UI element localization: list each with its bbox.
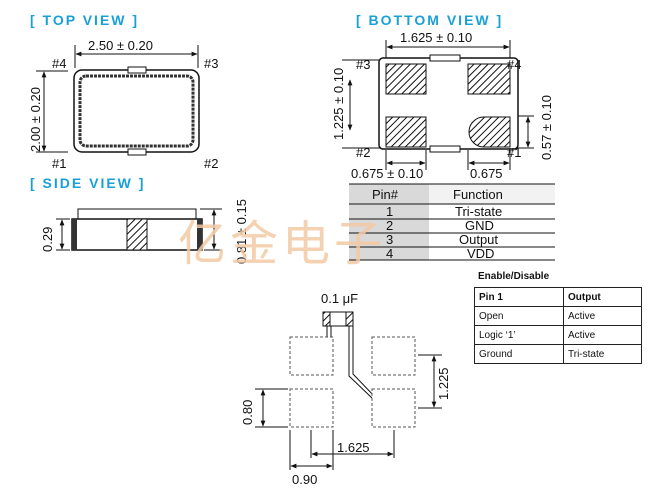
top-pin-3-label: #3 (204, 56, 218, 71)
bottom-pin-2-label: #2 (356, 145, 370, 160)
top-width-dimension: 2.50 ± 0.20 (88, 38, 153, 53)
side-view-header: [ SIDE VIEW ] (30, 175, 145, 191)
table-row: Open Active (474, 306, 642, 326)
land-pad-bottom-left (289, 388, 334, 428)
land-pitch-x-dimension: 1.625 (337, 440, 370, 455)
capacitor-label: 0.1 μF (321, 291, 358, 306)
bottom-pad-1 (468, 116, 511, 148)
pin-function-table: Pin# Function 1 Tri-state 2 GND 3 Output… (349, 183, 555, 261)
top-pin-4-label: #4 (52, 56, 66, 71)
bottom-pin-4-label: #4 (507, 57, 521, 72)
pin-table-header-pin: Pin# (372, 187, 399, 202)
pin-table-function-2: GND (465, 218, 494, 233)
pin-table-pin-3: 3 (386, 232, 393, 247)
land-pad-top-right (371, 336, 416, 376)
bottom-pad-width-right: 0.675 (470, 166, 503, 181)
side-thickness-dimension: 0.29 (40, 227, 55, 252)
bottom-pad-4 (467, 63, 511, 95)
enable-disable-header-pin: Pin 1 (474, 287, 564, 307)
table-cell: Active (563, 325, 642, 345)
bottom-pitch-x-dimension: 1.625 ± 0.10 (400, 30, 472, 45)
land-pad-width-dimension: 0.90 (292, 472, 317, 487)
table-cell: Ground (474, 344, 564, 364)
bottom-pad-width-left: 0.675 ± 0.10 (351, 166, 423, 181)
watermark: 亿金电子 (178, 216, 386, 272)
pin-table-function-4: VDD (467, 246, 494, 261)
pin-table-function-1: Tri-state (455, 204, 502, 219)
table-cell: Logic ‘1’ (474, 325, 564, 345)
pin-table-function-3: Output (459, 232, 498, 247)
top-view: 2.50 ± 0.20 2.00 ± 0.20 #4 #3 #1 #2 (28, 38, 218, 171)
table-row: Logic ‘1’ Active (474, 325, 642, 345)
land-pad-bottom-right (371, 388, 416, 428)
land-pitch-y-dimension: 1.225 (436, 367, 451, 400)
bottom-view-header: [ BOTTOM VIEW ] (356, 12, 503, 28)
enable-disable-table: Pin 1 Output Open Active Logic ‘1’ Activ… (474, 287, 642, 364)
land-pattern: 0.1 μF 1.225 0.80 1.625 0.90 (240, 291, 451, 487)
top-view-header: [ TOP VIEW ] (30, 12, 139, 28)
top-pin-2-label: #2 (204, 156, 218, 171)
pin-table-header-function: Function (453, 187, 503, 202)
land-pad-height-dimension: 0.80 (240, 400, 255, 425)
land-pad-top-left (289, 336, 334, 376)
pin-table-pin-2: 2 (386, 218, 393, 233)
side-height-dimension: 0.81 ± 0.15 (234, 199, 249, 264)
bottom-view: 1.625 ± 0.10 1.225 ± 0.10 0.57 ± 0.10 #3… (331, 30, 554, 181)
bottom-pad-3 (385, 63, 427, 95)
top-pin-1-label: #1 (52, 156, 66, 171)
table-cell: Active (563, 306, 642, 326)
table-cell: Open (474, 306, 564, 326)
pin-table-pin-4: 4 (386, 246, 393, 261)
bottom-pad-2 (385, 116, 427, 148)
table-row: Pin 1 Output (474, 287, 642, 307)
top-height-dimension: 2.00 ± 0.20 (28, 87, 43, 152)
bottom-pad-height-dimension: 0.57 ± 0.10 (539, 95, 554, 160)
pin-table-pin-1: 1 (386, 204, 393, 219)
bottom-pin-3-label: #3 (356, 57, 370, 72)
enable-disable-title: Enable/Disable (478, 271, 550, 282)
table-row: Ground Tri-state (474, 344, 642, 364)
table-cell: Tri-state (563, 344, 642, 364)
enable-disable-header-output: Output (563, 287, 642, 307)
bottom-pitch-y-dimension: 1.225 ± 0.10 (331, 68, 346, 140)
bottom-pin-1-label: #1 (507, 145, 521, 160)
side-view: 0.29 0.81 ± 0.15 (40, 199, 249, 264)
